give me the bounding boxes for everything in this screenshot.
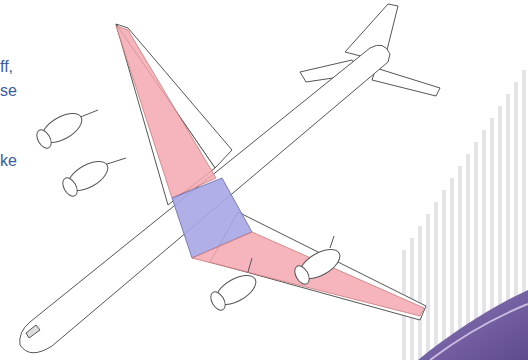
slide-text: se [0, 81, 17, 100]
wing-spar-region [116, 26, 216, 198]
decor-curve [430, 304, 528, 360]
slide-text: ff, [0, 57, 13, 76]
wing-spar-region [192, 232, 424, 316]
decor-stripe [434, 202, 438, 360]
engines [34, 107, 345, 312]
decor-wedge [418, 290, 528, 360]
slide-text: ke [0, 151, 17, 170]
decor-stripe [426, 214, 430, 360]
decor-stripe [442, 190, 446, 360]
decor-stripe [450, 178, 454, 360]
airplane [20, 4, 440, 353]
decor-stripe [418, 226, 422, 360]
